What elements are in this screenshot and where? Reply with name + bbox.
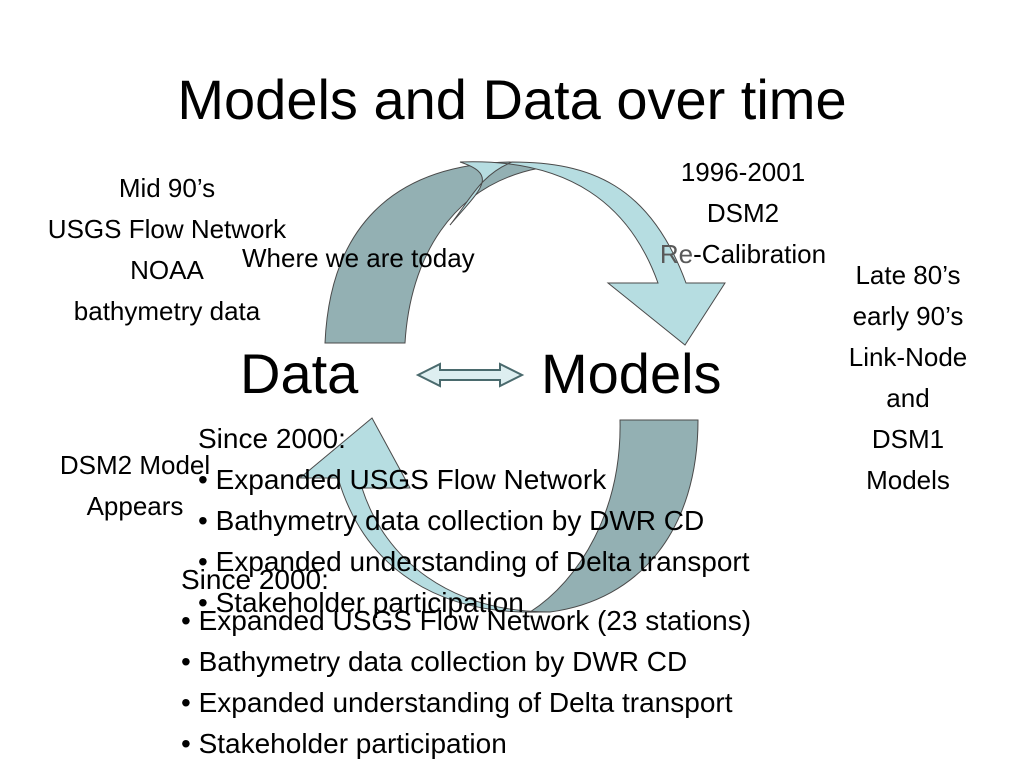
recal-calibration: -Calibration — [693, 239, 827, 269]
late80s-line-2: early 90’s — [852, 301, 964, 331]
since-upper-bullet: • Bathymetry data collection by DWR CD — [198, 505, 705, 536]
since-2000-upper: Since 2000: • Expanded USGS Flow Network… — [198, 418, 750, 623]
data-label: Data — [240, 342, 359, 405]
recal-line-1: 1996-2001 — [680, 157, 806, 187]
recal-line-3: Re-Calibration — [628, 234, 858, 275]
slide-title: Models and Data over time — [177, 68, 847, 131]
late80s-label: Late 80’s early 90’s Link-Node and DSM1 … — [820, 255, 996, 501]
since-lower-heading: Since 2000: — [181, 564, 329, 595]
dsm2-recalibration-label: 1996-2001 DSM2 Re-Calibration — [628, 152, 858, 275]
mid90s-line-4: bathymetry data — [73, 296, 261, 326]
since-lower-bullet: • Bathymetry data collection by DWR CD — [181, 646, 688, 677]
dsm2-appears-line-2: Appears — [86, 491, 184, 521]
since-2000-lower: Since 2000: • Expanded USGS Flow Network… — [181, 559, 751, 764]
late80s-line-4: and — [886, 383, 930, 413]
bottom-arrow-light-band — [298, 417, 551, 613]
since-lower-bullet: • Expanded USGS Flow Network (23 station… — [181, 605, 752, 636]
dsm2-appears-line-1: DSM2 Model — [59, 450, 211, 480]
since-lower-bullet: • Expanded understanding of Delta transp… — [181, 687, 733, 718]
mid90s-line-2: USGS Flow Network — [47, 214, 287, 244]
top-arrow-light-band — [449, 161, 726, 346]
since-upper-bullet: • Stakeholder participation — [198, 587, 524, 618]
dsm2-appears-label: DSM2 Model Appears — [20, 445, 250, 527]
since-upper-bullet: • Expanded USGS Flow Network — [198, 464, 607, 495]
late80s-line-6: Models — [866, 465, 950, 495]
late80s-line-3: Link-Node — [848, 342, 968, 372]
mid90s-label: Mid 90’s USGS Flow Network NOAA bathymet… — [0, 168, 334, 332]
recal-re: Re — [659, 239, 694, 269]
since-upper-heading: Since 2000: — [198, 423, 346, 454]
double-arrow — [415, 362, 525, 388]
mid90s-line-1: Mid 90’s — [118, 173, 216, 203]
since-lower-bullet: • Stakeholder participation — [181, 728, 507, 759]
models-label: Models — [541, 342, 722, 405]
mid90s-line-3: NOAA — [130, 255, 204, 285]
recal-line-2: DSM2 — [706, 198, 780, 228]
late80s-line-5: DSM1 — [871, 424, 945, 454]
where-today-label: Where we are today — [242, 243, 475, 273]
since-upper-bullet: • Expanded understanding of Delta transp… — [198, 546, 750, 577]
late80s-line-1: Late 80’s — [855, 260, 961, 290]
